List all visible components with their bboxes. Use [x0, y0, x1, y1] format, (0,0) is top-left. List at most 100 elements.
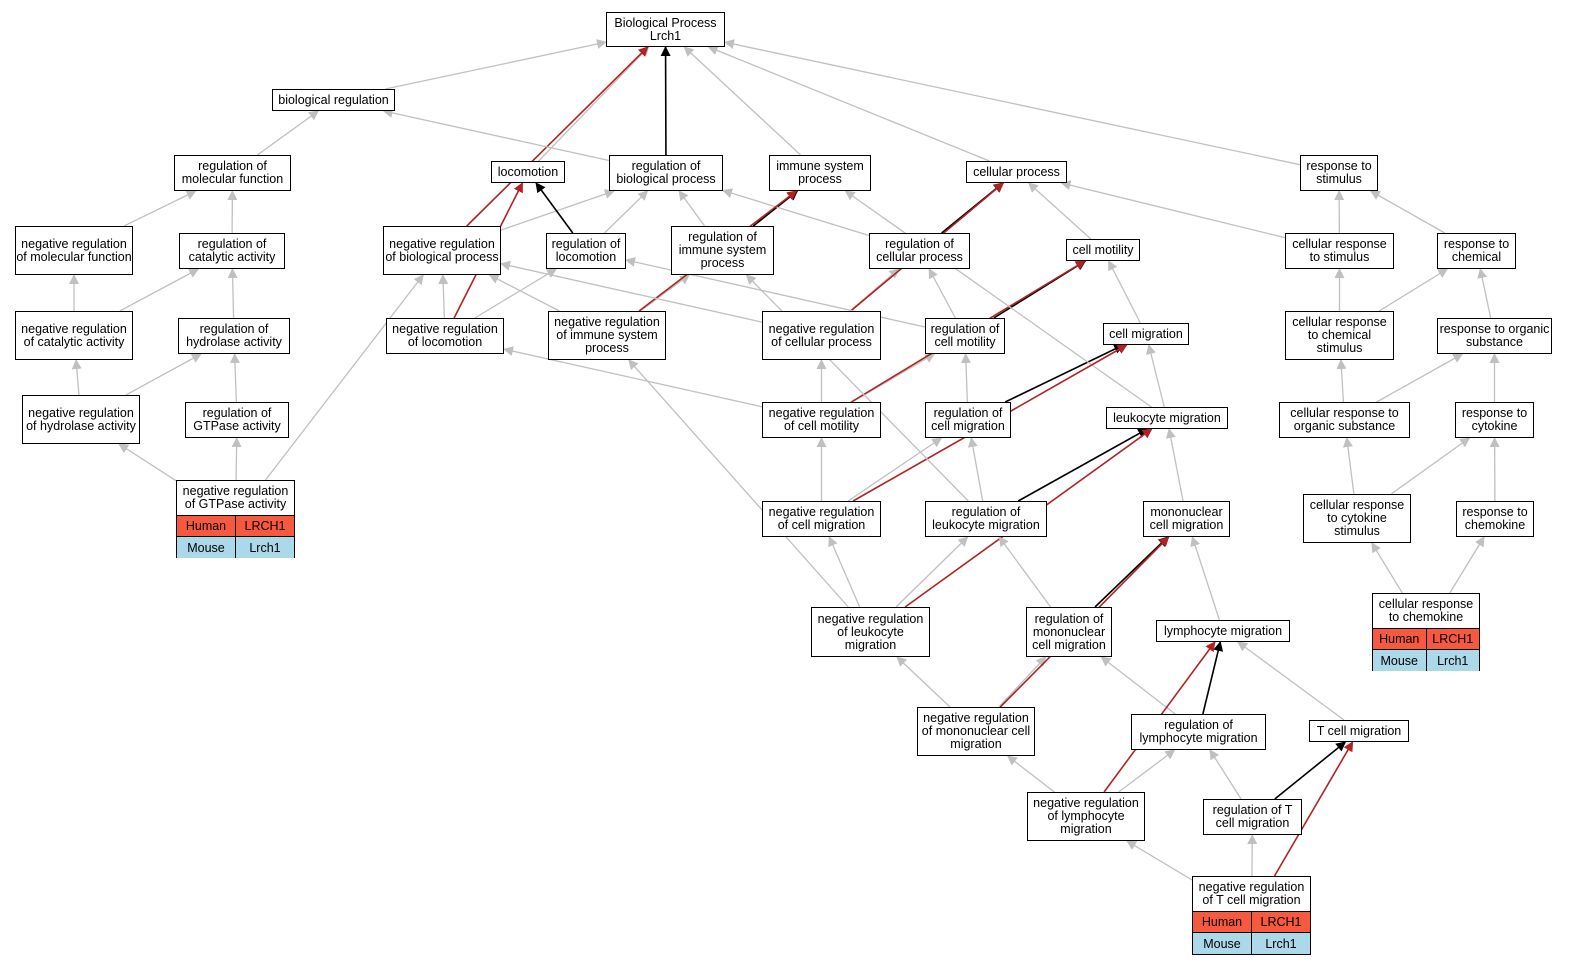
edge-is-a	[1371, 542, 1403, 594]
term-cellular-response-to-cytokine-stimulus[interactable]: cellular response to cytokine stimulus	[1303, 494, 1411, 543]
term-negative-regulation-of-locomotion[interactable]: negative regulation of locomotion	[386, 318, 504, 354]
gene-cell[interactable]: LRCH1	[1432, 632, 1474, 646]
edge-is-a	[1108, 260, 1141, 324]
edge-is-a	[118, 443, 177, 482]
term-negative-regulation-of-hydrolase-activity[interactable]: negative regulation of hydrolase activit…	[22, 395, 140, 444]
term-regulation-of-cellular-process[interactable]: regulation of cellular process	[869, 233, 970, 269]
term-regulation-of-lymphocyte-migration[interactable]: regulation of lymphocyte migration	[1131, 714, 1266, 750]
term-biological-regulation[interactable]: biological regulation	[272, 89, 395, 111]
term-regulation-of-biological-process[interactable]: regulation of biological process	[609, 155, 723, 191]
term-mononuclear-cell-migration[interactable]: mononuclear cell migration	[1143, 501, 1230, 537]
term-negative-regulation-of-mononuclear-cell-migration[interactable]: negative regulation of mononuclear cell …	[917, 707, 1035, 756]
term-negative-regulation-of-immune-system-process[interactable]: negative regulation of immune system pro…	[548, 311, 666, 360]
species-cell: Human	[1373, 629, 1427, 649]
term-regulation-of-T-cell-migration[interactable]: regulation of T cell migration	[1203, 799, 1302, 835]
edge-is-a	[500, 260, 763, 323]
annotated-term-label: negative regulation of T cell migration	[1193, 877, 1310, 912]
edge-is-a	[385, 39, 607, 90]
edge-is-a	[488, 274, 560, 312]
edge-is-a	[847, 437, 943, 502]
edge-is-a	[1378, 268, 1449, 312]
term-response-to-stimulus[interactable]: response to stimulus	[1300, 155, 1378, 191]
term-regulation-of-leukocyte-migration[interactable]: regulation of leukocyte migration	[925, 501, 1047, 537]
edge-is-a	[1027, 182, 1092, 240]
edge-is-a	[1376, 353, 1464, 403]
term-immune-system-process[interactable]: immune system process	[769, 155, 871, 191]
edge-is-a	[678, 190, 706, 227]
term-response-to-cytokine[interactable]: response to cytokine	[1455, 402, 1534, 438]
term-negative-regulation-of-catalytic-activity[interactable]: negative regulation of catalytic activit…	[15, 311, 133, 360]
edge-is-a	[1477, 268, 1492, 319]
edge-is-a	[604, 190, 649, 234]
edge-is-a	[438, 274, 449, 319]
edge-part-of	[1094, 536, 1169, 608]
root-node[interactable]: Biological Process Lrch1	[606, 12, 725, 47]
term-lymphocyte-migration[interactable]: lymphocyte migration	[1156, 620, 1290, 642]
edge-is-a	[1336, 359, 1347, 403]
term-cell-migration[interactable]: cell migration	[1103, 323, 1189, 345]
edge-is-a	[1006, 755, 1055, 793]
edge-is-a	[928, 268, 956, 319]
edge-is-a	[123, 190, 197, 227]
term-response-to-chemokine[interactable]: response to chemokine	[1456, 501, 1534, 537]
term-response-to-chemical[interactable]: response to chemical	[1437, 233, 1516, 269]
edge-is-a	[745, 274, 969, 502]
term-negative-regulation-of-cell-migration[interactable]: negative regulation of cell migration	[762, 501, 881, 537]
annotated-term-label: negative regulation of GTPase activity	[177, 481, 294, 516]
annotated-term-gtpase[interactable]: negative regulation of GTPase activity H…	[176, 480, 295, 558]
term-cellular-response-to-organic-substance[interactable]: cellular response to organic substance	[1279, 402, 1410, 438]
edge-is-a	[1118, 749, 1176, 793]
term-negative-regulation-of-leukocyte-migration[interactable]: negative regulation of leukocyte migrati…	[811, 607, 930, 657]
annotated-term-label: cellular response to chemokine	[1373, 594, 1479, 629]
edge-is-a	[229, 353, 240, 403]
edge-is-a	[828, 536, 861, 608]
annotated-term-chemokine[interactable]: cellular response to chemokine Human LRC…	[1372, 593, 1480, 671]
term-cell-motility[interactable]: cell motility	[1066, 239, 1140, 261]
gene-row-human: Human LRCH1	[1193, 912, 1310, 933]
gene-cell[interactable]: Lrch1	[1265, 936, 1297, 951]
term-regulation-of-cell-migration[interactable]: regulation of cell migration	[925, 402, 1011, 438]
edge-is-a	[998, 656, 1047, 708]
term-regulation-of-immune-system-process[interactable]: regulation of immune system process	[671, 226, 774, 275]
edge-is-a	[474, 268, 557, 319]
edge-regulates	[466, 46, 649, 227]
term-regulation-of-locomotion[interactable]: regulation of locomotion	[546, 233, 626, 269]
term-leukocyte-migration[interactable]: leukocyte migration	[1106, 407, 1228, 429]
gene-cell[interactable]: LRCH1	[244, 519, 286, 533]
term-regulation-of-GTPase-activity[interactable]: regulation of GTPase activity	[185, 402, 289, 438]
edge-is-a	[683, 46, 802, 156]
term-negative-regulation-of-biological-process[interactable]: negative regulation of biological proces…	[383, 226, 501, 275]
term-cellular-process[interactable]: cellular process	[966, 161, 1067, 183]
term-response-to-organic-substance[interactable]: response to organic substance	[1437, 318, 1552, 354]
gene-cell[interactable]: Lrch1	[249, 540, 281, 555]
gene-cell[interactable]: LRCH1	[1260, 915, 1302, 929]
term-negative-regulation-of-cellular-process[interactable]: negative regulation of cellular process	[762, 311, 881, 360]
edge-regulates	[1273, 741, 1354, 877]
term-cellular-response-to-chemical-stimulus[interactable]: cellular response to chemical stimulus	[1285, 311, 1394, 360]
term-negative-regulation-of-molecular-function[interactable]: negative regulation of molecular functio…	[15, 226, 133, 275]
term-negative-regulation-of-cell-motility[interactable]: negative regulation of cell motility	[762, 402, 881, 438]
annotated-term-tcell[interactable]: negative regulation of T cell migration …	[1192, 876, 1311, 955]
term-regulation-of-hydrolase-activity[interactable]: regulation of hydrolase activity	[178, 318, 290, 354]
edge-is-a	[231, 437, 242, 481]
gene-cell[interactable]: Lrch1	[1437, 653, 1469, 668]
term-regulation-of-cell-motility[interactable]: regulation of cell motility	[925, 318, 1005, 354]
term-regulation-of-molecular-function[interactable]: regulation of molecular function	[174, 155, 291, 191]
term-cellular-response-to-stimulus[interactable]: cellular response to stimulus	[1285, 233, 1394, 269]
edge-is-a	[1100, 656, 1176, 715]
species-cell: Mouse	[1193, 933, 1252, 954]
term-T-cell-migration[interactable]: T cell migration	[1309, 720, 1409, 742]
term-regulation-of-catalytic-activity[interactable]: regulation of catalytic activity	[179, 233, 285, 269]
gene-row-human: Human LRCH1	[177, 516, 294, 537]
edge-is-a	[628, 359, 849, 608]
root-gene: Lrch1	[649, 28, 682, 43]
edge-is-a	[538, 46, 650, 162]
edge-is-a	[960, 353, 971, 403]
term-locomotion[interactable]: locomotion	[491, 161, 565, 183]
term-negative-regulation-of-lymphocyte-migration[interactable]: negative regulation of lymphocyte migrat…	[1027, 792, 1145, 841]
edge-is-a	[967, 437, 984, 502]
edge-is-a	[1146, 344, 1165, 408]
edge-part-of	[1274, 741, 1347, 800]
term-regulation-of-mononuclear-cell-migration[interactable]: regulation of mononuclear cell migration	[1026, 607, 1112, 657]
edge-is-a	[998, 536, 1052, 608]
